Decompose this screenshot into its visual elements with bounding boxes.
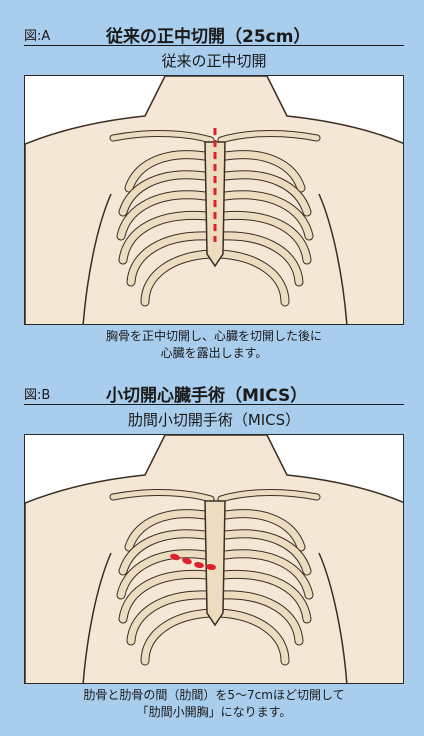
figure-a-illustration [24,75,404,325]
figure-a-header: 図:A 従来の正中切開（25cm） [24,22,404,44]
figure-b-caption-line1: 肋骨と肋骨の間（肋間）を5〜7cmほど切開して [24,687,404,704]
chest-illustration-b [25,435,404,684]
figure-a-caption-line2: 心臓を露出します。 [24,345,404,362]
figure-b-label: 図:B [24,384,50,403]
figure-b-caption: 肋骨と肋骨の間（肋間）を5〜7cmほど切開して 「肋間小開胸」になります。 [24,687,404,721]
figure-b-subtitle: 肋間小切開手術（MICS） [24,409,404,430]
figure-b-title: 小切開心臓手術（MICS） [106,381,307,406]
figure-a-subtitle: 従来の正中切開 [24,50,404,71]
figure-a-divider [24,45,404,46]
figure-b-divider [24,404,404,405]
figure-b-caption-line2: 「肋間小開胸」になります。 [24,704,404,721]
figure-a-caption-line1: 胸骨を正中切開し、心臓を切開した後に [24,328,404,345]
figure-b-illustration [24,434,404,684]
figure-a-title: 従来の正中切開（25cm） [106,22,310,47]
figure-a-label: 図:A [24,25,50,44]
chest-illustration-a [25,76,404,325]
figure-b-header: 図:B 小切開心臓手術（MICS） [24,381,404,403]
figure-a-caption: 胸骨を正中切開し、心臓を切開した後に 心臓を露出します。 [24,328,404,362]
